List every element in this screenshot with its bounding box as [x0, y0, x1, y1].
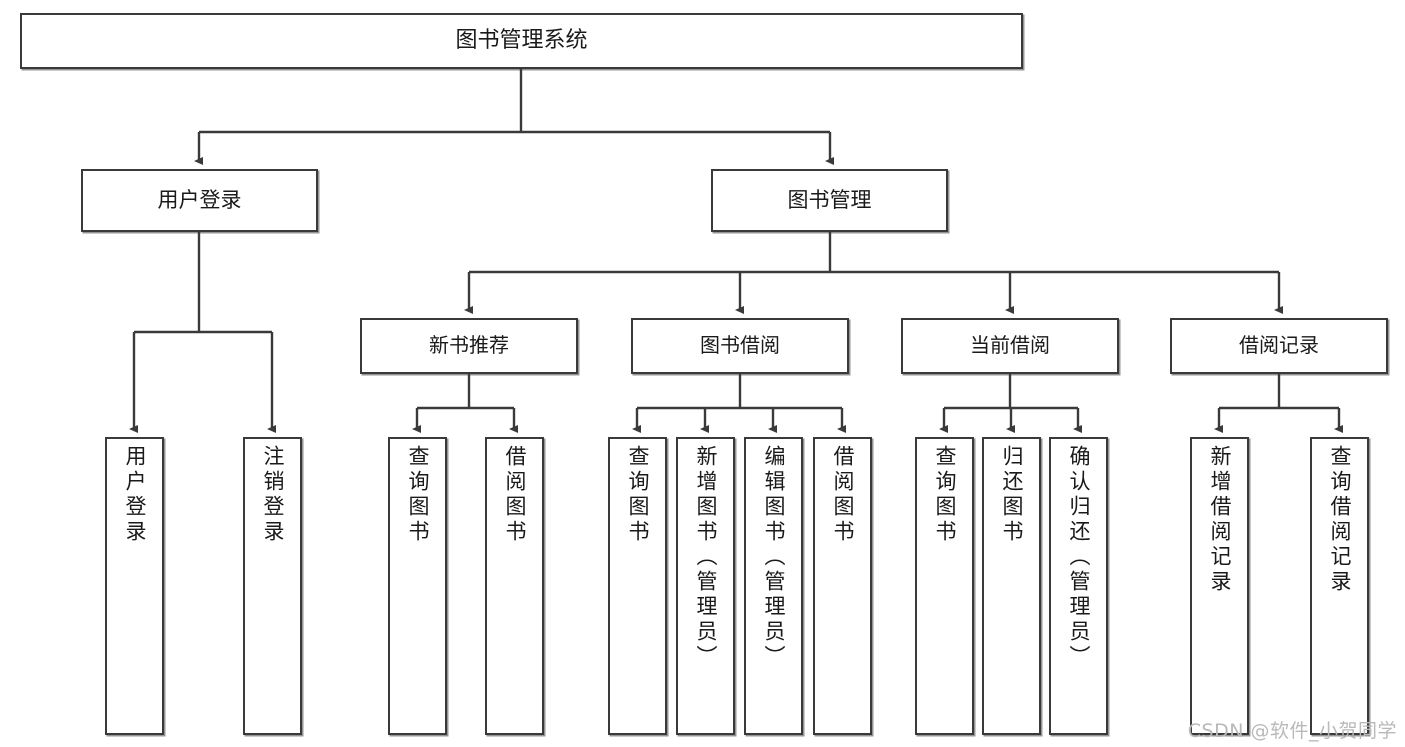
node-leaf-query-record[interactable]: 查询借阅记录 [1310, 437, 1369, 735]
node-leaf-user-logout-label: 注销登录 [261, 445, 285, 545]
node-book-manage[interactable]: 图书管理 [711, 169, 948, 232]
node-leaf-query-book-3[interactable]: 查询图书 [915, 437, 974, 735]
node-leaf-confirm-return[interactable]: 确认归还（管理员） [1049, 437, 1108, 735]
node-leaf-user-login-label: 用户登录 [123, 445, 147, 545]
node-book-manage-label: 图书管理 [787, 188, 872, 213]
node-leaf-query-book-1-label: 查询图书 [406, 445, 430, 545]
node-leaf-query-book-1[interactable]: 查询图书 [388, 437, 447, 735]
node-leaf-borrow-book-1[interactable]: 借阅图书 [485, 437, 544, 735]
node-leaf-borrow-book-2[interactable]: 借阅图书 [813, 437, 872, 735]
node-leaf-add-record-label: 新增借阅记录 [1208, 445, 1232, 595]
node-book-borrow-label: 图书借阅 [700, 333, 780, 358]
node-leaf-borrow-book-2-label: 借阅图书 [831, 445, 855, 545]
node-leaf-add-book-label: 新增图书（管理员） [694, 445, 718, 670]
node-leaf-return-book[interactable]: 归还图书 [982, 437, 1041, 735]
node-leaf-borrow-book-1-label: 借阅图书 [503, 445, 527, 545]
node-new-book-rec[interactable]: 新书推荐 [360, 318, 578, 374]
node-leaf-query-book-2-label: 查询图书 [626, 445, 650, 545]
node-leaf-query-book-3-label: 查询图书 [933, 445, 957, 545]
node-current-borrow-label: 当前借阅 [970, 333, 1050, 358]
node-leaf-user-logout[interactable]: 注销登录 [243, 437, 302, 735]
node-leaf-return-book-label: 归还图书 [1000, 445, 1024, 545]
node-leaf-query-record-label: 查询借阅记录 [1328, 445, 1352, 595]
node-root[interactable]: 图书管理系统 [20, 13, 1023, 69]
node-leaf-user-login[interactable]: 用户登录 [105, 437, 164, 735]
node-borrow-record[interactable]: 借阅记录 [1170, 318, 1388, 374]
node-leaf-query-book-2[interactable]: 查询图书 [608, 437, 667, 735]
node-root-label: 图书管理系统 [455, 28, 588, 54]
node-borrow-record-label: 借阅记录 [1239, 333, 1319, 358]
node-leaf-edit-book-label: 编辑图书（管理员） [762, 445, 786, 670]
node-book-borrow[interactable]: 图书借阅 [631, 318, 849, 374]
watermark: CSDN @软件_小贺同学 [1187, 720, 1397, 742]
node-leaf-add-book[interactable]: 新增图书（管理员） [676, 437, 735, 735]
node-current-borrow[interactable]: 当前借阅 [901, 318, 1119, 374]
node-user-login[interactable]: 用户登录 [81, 169, 318, 232]
node-user-login-label: 用户登录 [157, 188, 242, 213]
node-leaf-confirm-return-label: 确认归还（管理员） [1067, 445, 1091, 670]
node-new-book-rec-label: 新书推荐 [429, 333, 509, 358]
node-leaf-add-record[interactable]: 新增借阅记录 [1190, 437, 1249, 735]
node-leaf-edit-book[interactable]: 编辑图书（管理员） [744, 437, 803, 735]
